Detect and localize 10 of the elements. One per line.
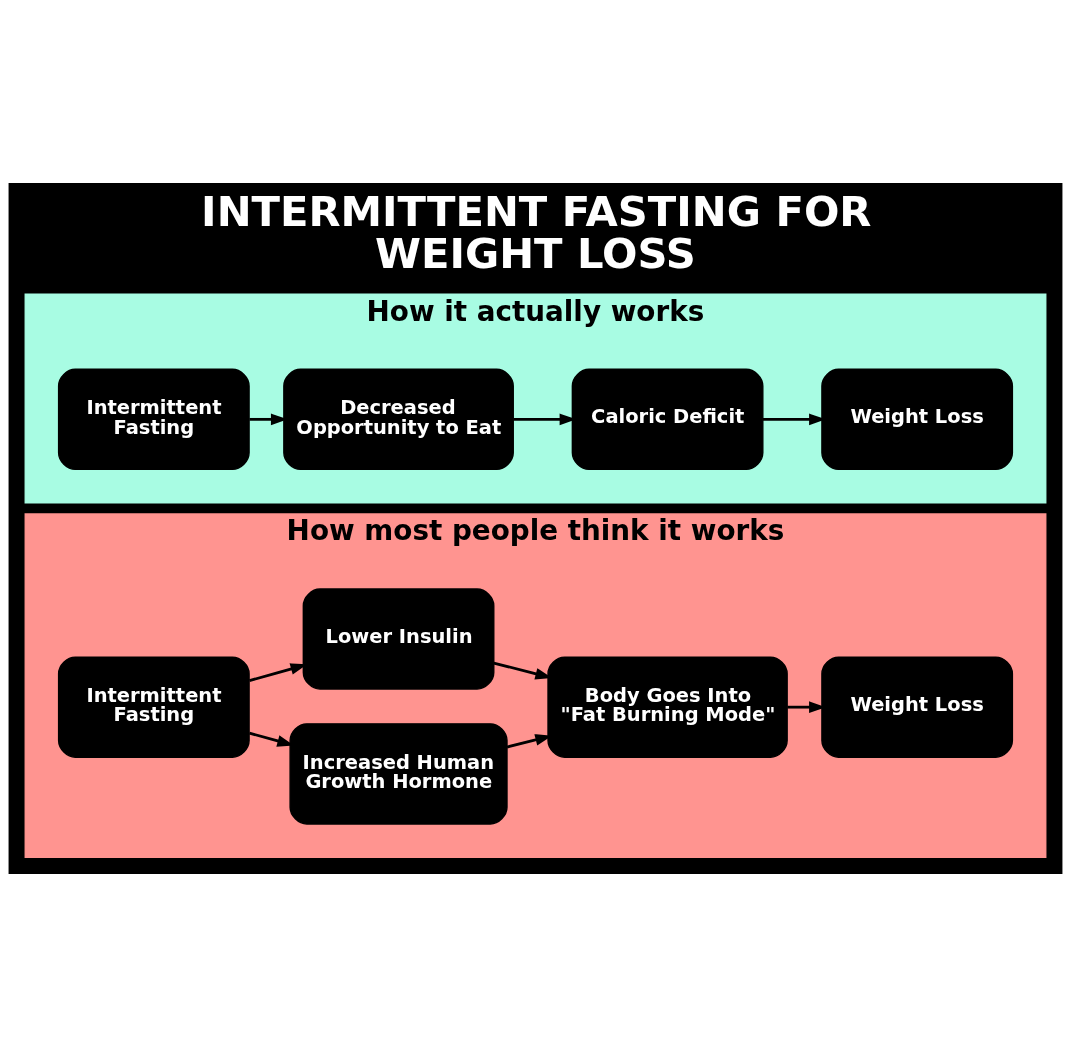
node-box: Lower Insulin: [302, 588, 495, 690]
diagram-title: INTERMITTENT FASTING FOR WEIGHT LOSS: [201, 187, 872, 278]
node-box: Increased Human Growth Hormone: [289, 723, 508, 825]
node-box: Decreased Opportunity to Eat: [283, 368, 514, 471]
node-box: Body Goes Into "Fat Burning Mode": [547, 656, 788, 758]
node-box: Caloric Deficit: [571, 368, 764, 471]
node-box: Weight Loss: [821, 368, 1014, 471]
node-box: Intermittent Fasting: [57, 656, 250, 758]
node-box: Intermittent Fasting: [57, 368, 250, 471]
node-box: Weight Loss: [821, 656, 1014, 758]
